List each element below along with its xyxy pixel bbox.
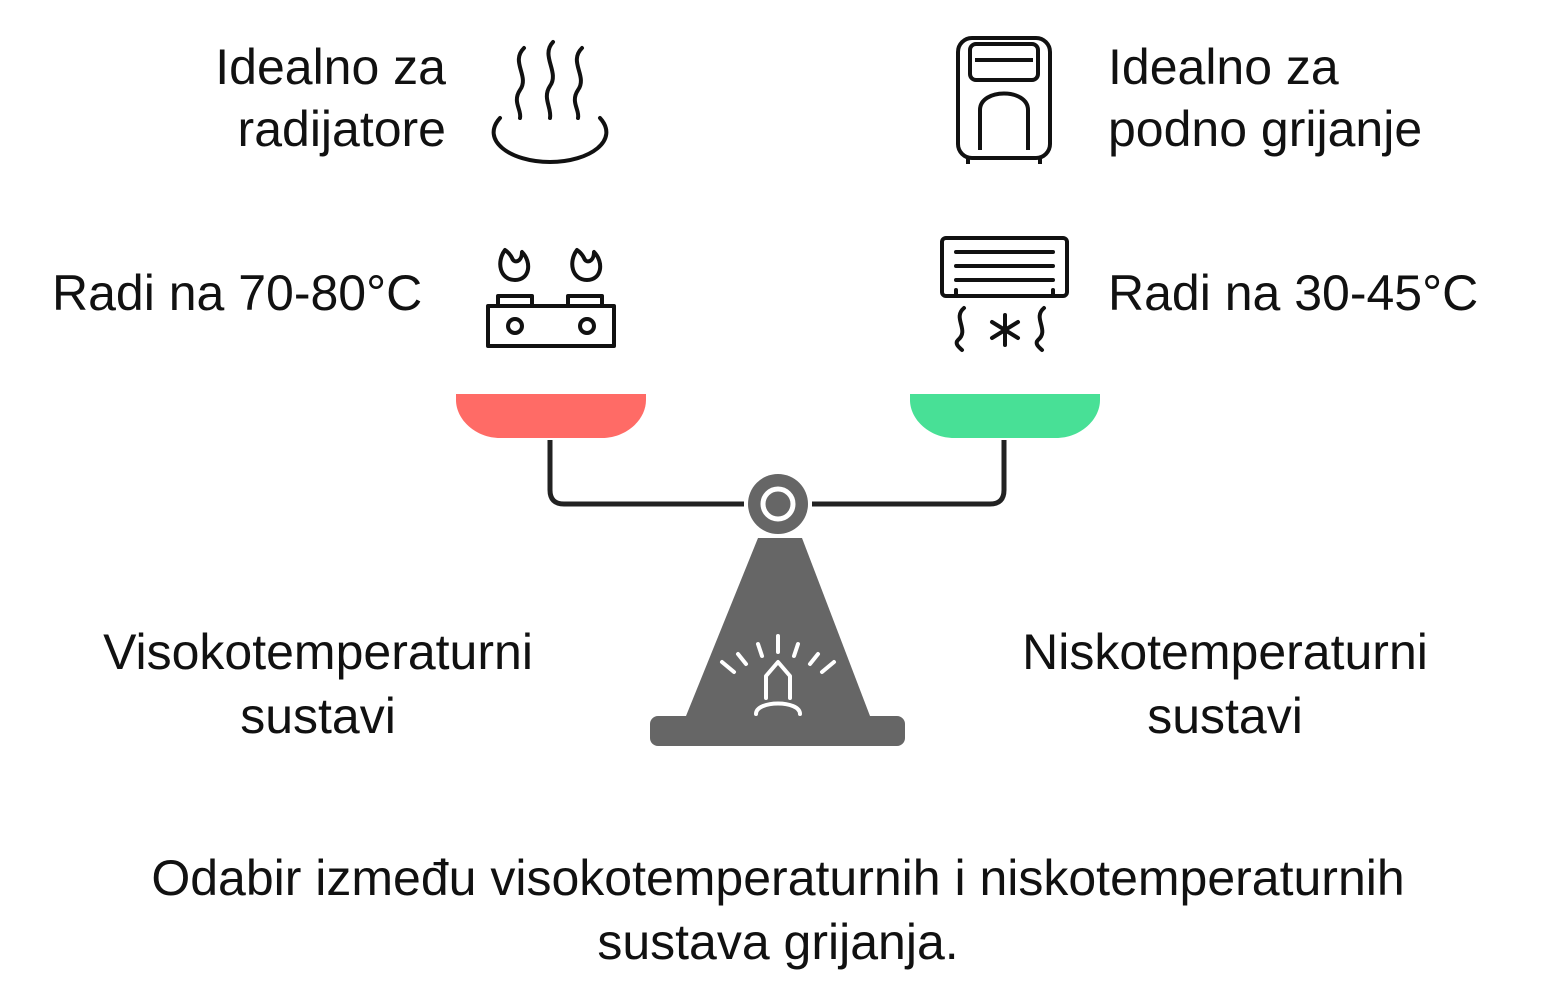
gas-stove-icon [486, 248, 616, 348]
right-temp-text: Radi na 30-45°C [1108, 265, 1479, 321]
right-title: Niskotemperaturni sustavi [1022, 624, 1428, 744]
caption: Odabir između visokotemperaturnih i nisk… [151, 850, 1405, 970]
left-ideal-text: Idealno za radijatore [215, 39, 446, 157]
scale-arms [547, 440, 1007, 507]
left-pan [456, 394, 646, 438]
left-title: Visokotemperaturni sustavi [103, 624, 533, 744]
left-temp-text: Radi na 70-80°C [52, 265, 423, 321]
heater-icon [956, 36, 1052, 164]
scale-stand [650, 474, 905, 746]
right-ideal-text: Idealno za podno grijanje [1108, 39, 1423, 157]
right-pan [910, 394, 1100, 438]
steam-icon [491, 40, 609, 165]
air-conditioner-icon [940, 236, 1069, 352]
